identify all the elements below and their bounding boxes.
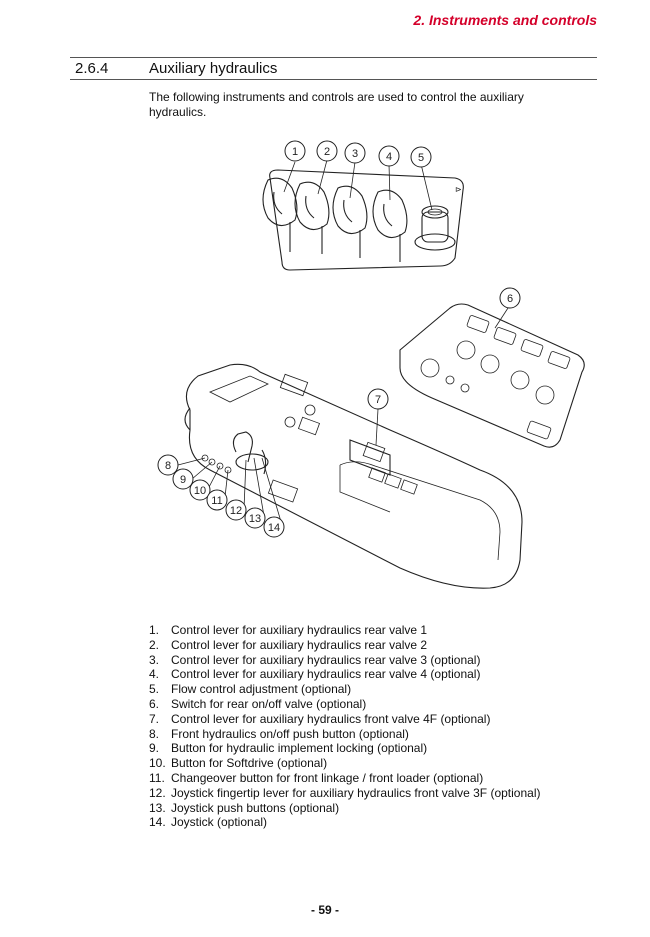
legend-text: Button for hydraulic implement locking (… (171, 741, 428, 756)
legend-text: Control lever for auxiliary hydraulics r… (171, 637, 428, 652)
callout-3: 3 (344, 142, 366, 164)
svg-text:5: 5 (418, 152, 424, 164)
svg-text:1: 1 (292, 146, 298, 158)
legend-number: 9. (149, 741, 160, 756)
legend-text: Control lever for auxiliary hydraulics r… (171, 667, 481, 682)
svg-text:14: 14 (268, 522, 280, 534)
svg-text:9: 9 (180, 474, 186, 486)
joystick (232, 431, 269, 475)
svg-text:8: 8 (165, 460, 171, 472)
callout-7: 7 (367, 388, 389, 410)
controls-drawing: ⊳ (157, 140, 585, 589)
callout-10: 10 (189, 479, 211, 501)
callout-11: 11 (206, 489, 228, 511)
legend-item: 4. Control lever for auxiliary hydraulics… (149, 667, 540, 682)
legend-text: Joystick push buttons (optional) (171, 800, 340, 815)
callout-14: 14 (263, 516, 285, 538)
legend-text: Control lever for auxiliary hydraulics r… (171, 652, 481, 667)
section-number: 2.6.4 (75, 60, 109, 77)
callout-8: 8 (157, 454, 179, 476)
legend-number: 14. (149, 815, 166, 830)
legend-text: Switch for rear on/off valve (optional) (171, 696, 367, 711)
svg-text:7: 7 (375, 394, 381, 406)
legend-item: 14. Joystick (optional) (149, 815, 540, 830)
legend-text: Joystick fingertip lever for auxiliary h… (171, 785, 541, 800)
legend-number: 2. (149, 637, 160, 652)
svg-text:2: 2 (324, 146, 330, 158)
armrest-console (184, 363, 523, 589)
legend-list: 1. Control lever for auxiliary hydraulics… (149, 623, 540, 830)
legend-item: 12. Joystick fingertip lever for auxiliar… (149, 786, 540, 801)
svg-text:10: 10 (194, 485, 206, 497)
svg-text:13: 13 (249, 513, 261, 525)
legend-text: Front hydraulics on/off push button (opt… (171, 726, 409, 741)
legend-number: 4. (149, 667, 160, 682)
legend-text: Control lever for auxiliary hydraulics r… (171, 623, 428, 637)
callout-4: 4 (378, 145, 400, 167)
flow-control-knob (414, 205, 456, 251)
legend-number: 1. (149, 623, 160, 637)
section-bottom-rule (70, 79, 597, 80)
svg-text:4: 4 (386, 151, 392, 163)
legend-text: Control lever for auxiliary hydraulics f… (171, 711, 491, 726)
callout-12: 12 (225, 499, 247, 521)
legend-text: Joystick (optional) (171, 815, 268, 830)
svg-text:6: 6 (507, 293, 513, 305)
callout-2: 2 (316, 140, 338, 162)
leader-lines (177, 159, 509, 526)
legend-item: 5. Flow control adjustment (optional) (149, 682, 540, 697)
legend-text: Button for Softdrive (optional) (171, 756, 328, 771)
callout-13: 13 (244, 507, 266, 529)
legend-item: 13. Joystick push buttons (optional) (149, 801, 540, 816)
intro-paragraph: The following instruments and controls a… (149, 90, 524, 119)
callout-9: 9 (172, 468, 194, 490)
svg-text:⊳: ⊳ (455, 185, 462, 194)
legend-item: 10. Button for Softdrive (optional) (149, 756, 540, 771)
callout-5: 5 (410, 146, 432, 168)
legend-number: 5. (149, 682, 160, 697)
legend-number: 3. (149, 652, 160, 667)
callout-1: 1 (284, 140, 306, 162)
legend-number: 11. (149, 770, 165, 785)
controls-illustration: ⊳ (150, 140, 590, 605)
legend-item: 6. Switch for rear on/off valve (optional… (149, 697, 540, 712)
legend-text: Changeover button for front linkage / fr… (171, 770, 484, 785)
legend-number: 7. (149, 711, 160, 726)
legend-number: 13. (149, 800, 166, 815)
legend-item: 7. Control lever for auxiliary hydraulics… (149, 712, 540, 727)
section-title: Auxiliary hydraulics (149, 60, 278, 77)
legend-item: 3. Control lever for auxiliary hydraulics… (149, 653, 540, 668)
legend-item: 1. Control lever for auxiliary hydraulics… (149, 623, 540, 638)
legend-number: 12. (149, 785, 166, 800)
svg-text:12: 12 (230, 505, 242, 517)
legend-number: 8. (149, 726, 160, 741)
section-top-rule (70, 57, 597, 58)
callout-6: 6 (499, 287, 521, 309)
legend-text: Flow control adjustment (optional) (171, 682, 352, 697)
svg-text:11: 11 (211, 495, 222, 507)
legend-item: 2. Control lever for auxiliary hydraulics… (149, 638, 540, 653)
rear-valve-switch-panel (399, 303, 585, 448)
legend-item: 11. Changeover button for front linkage /… (149, 771, 540, 786)
chapter-header: 2. Instruments and controls (413, 12, 597, 28)
page-number: - 59 - (310, 903, 339, 917)
legend-item: 8. Front hydraulics on/off push button (o… (149, 727, 540, 742)
rear-valve-levers (262, 177, 408, 262)
legend-item: 9. Button for hydraulic implement locking… (149, 741, 540, 756)
svg-text:3: 3 (352, 148, 358, 160)
rear-lever-panel: ⊳ (262, 169, 464, 271)
legend-number: 6. (149, 696, 160, 711)
legend-number: 10. (149, 756, 166, 771)
